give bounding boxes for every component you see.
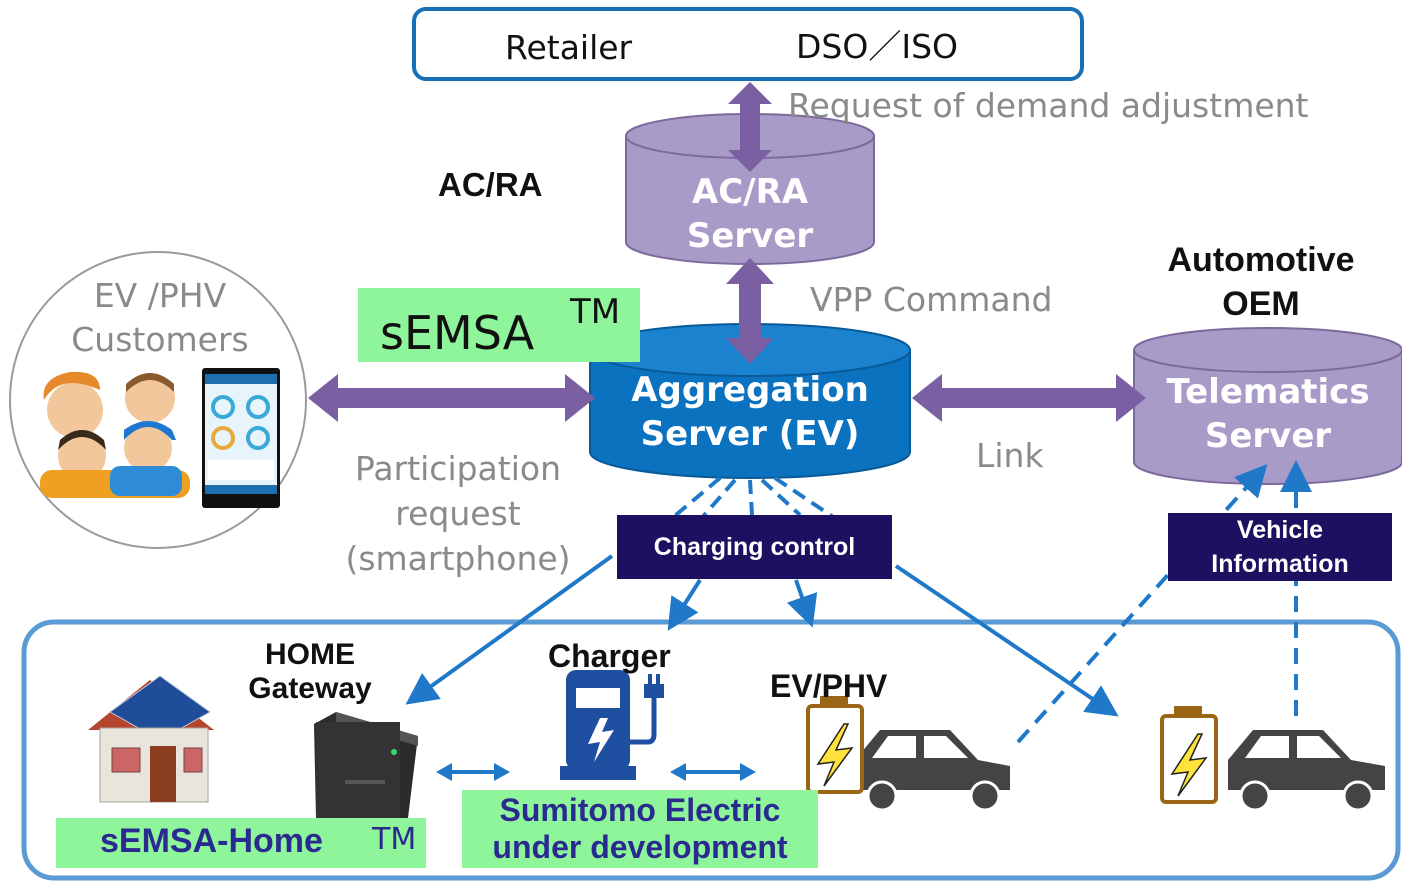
bottom-link-arrows: [436, 763, 756, 781]
vehicle-info-line2: Information: [1211, 550, 1349, 578]
family-icon: [40, 371, 190, 498]
car-icon: [1228, 730, 1385, 812]
charger-label: Charger: [548, 638, 671, 674]
home-gateway-line1: HOME: [265, 638, 355, 671]
arrow-customers-aggregation: [308, 374, 595, 422]
aggregation-server-text: Aggregation Server (EV): [590, 368, 910, 456]
semsa-home-tm: TM: [372, 822, 417, 857]
acra-server-text: AC/RA Server: [626, 170, 874, 258]
request-label: Request of demand adjustment: [788, 86, 1309, 125]
purple-arrows: [308, 82, 1146, 422]
ev-customers-label: EV /PHV Customers: [40, 274, 280, 362]
telematics-server-cylinder: [1133, 327, 1402, 485]
automotive-oem-line2: OEM: [1222, 285, 1300, 323]
sumitomo-text: Sumitomo Electric under development: [462, 792, 818, 866]
arrow-acra-aggregation: [726, 258, 774, 364]
participation-line3: (smartphone): [345, 539, 571, 578]
telematics-server-text: Telematics Server: [1134, 370, 1402, 458]
sumitomo-badge: Sumitomo Electric under development: [462, 790, 818, 868]
charging-control-box: Charging control: [617, 515, 892, 579]
automotive-oem-line1: Automotive: [1167, 241, 1355, 279]
ev-customers-line2: Customers: [71, 320, 249, 359]
retailer-label: Retailer: [505, 28, 633, 67]
sumitomo-line1: Sumitomo Electric: [499, 792, 781, 828]
battery-bolt-icon: [806, 696, 864, 794]
acra-server-line1: AC/RA: [691, 172, 809, 212]
home-gateway-line2: Gateway: [248, 672, 372, 705]
home-gateway-label: HOME Gateway: [220, 638, 400, 706]
semsa-home-name: sEMSA-Home: [100, 822, 323, 860]
participation-line1: Participation: [354, 449, 561, 488]
automotive-oem-label: Automotive OEM: [1136, 238, 1386, 326]
top-box: [412, 7, 1084, 81]
participation-label: Participation request (smartphone): [318, 446, 598, 581]
battery-bolt-icon: [1160, 706, 1218, 804]
arrow-retailer-acra: [728, 82, 772, 172]
sumitomo-line2: under development: [492, 829, 788, 865]
participation-line2: request: [395, 494, 521, 533]
evphv-label: EV/PHV: [770, 668, 888, 704]
ev-charger-icon: [560, 670, 664, 780]
vpp-command-label: VPP Command: [810, 280, 1053, 319]
dso-iso-label: DSO／ISO: [796, 27, 958, 66]
fan-dashes: [638, 476, 862, 547]
semsa-name: sEMSA: [380, 306, 535, 360]
arrow-aggregation-telematics: [912, 374, 1146, 422]
semsa-home-badge: sEMSA-Home TM: [56, 818, 426, 868]
ev-customers-line1: EV /PHV: [93, 276, 227, 315]
home-area-frame: [21, 619, 1401, 881]
vehicle-info-line1: Vehicle: [1236, 516, 1324, 544]
acra-server-line2: Server: [686, 216, 814, 256]
acra-label: AC/RA: [438, 166, 543, 203]
aggregation-server-line1: Aggregation: [631, 370, 869, 410]
charging-control-arrows: [405, 554, 1119, 717]
smartphone-app-icon: [202, 368, 280, 508]
car-icon: [855, 730, 1010, 812]
vehicle-info-arrows: [1016, 460, 1312, 744]
gateway-device-icon: [314, 712, 418, 818]
vehicle-info-box: Vehicle Information: [1168, 513, 1392, 581]
semsa-tm: TM: [570, 292, 621, 332]
link-label: Link: [976, 436, 1044, 475]
telematics-server-line2: Server: [1204, 416, 1332, 456]
telematics-server-line1: Telematics: [1166, 372, 1370, 412]
aggregation-server-line2: Server (EV): [640, 414, 860, 454]
house-solar-icon: [88, 675, 214, 803]
semsa-badge: sEMSA TM: [358, 288, 640, 362]
